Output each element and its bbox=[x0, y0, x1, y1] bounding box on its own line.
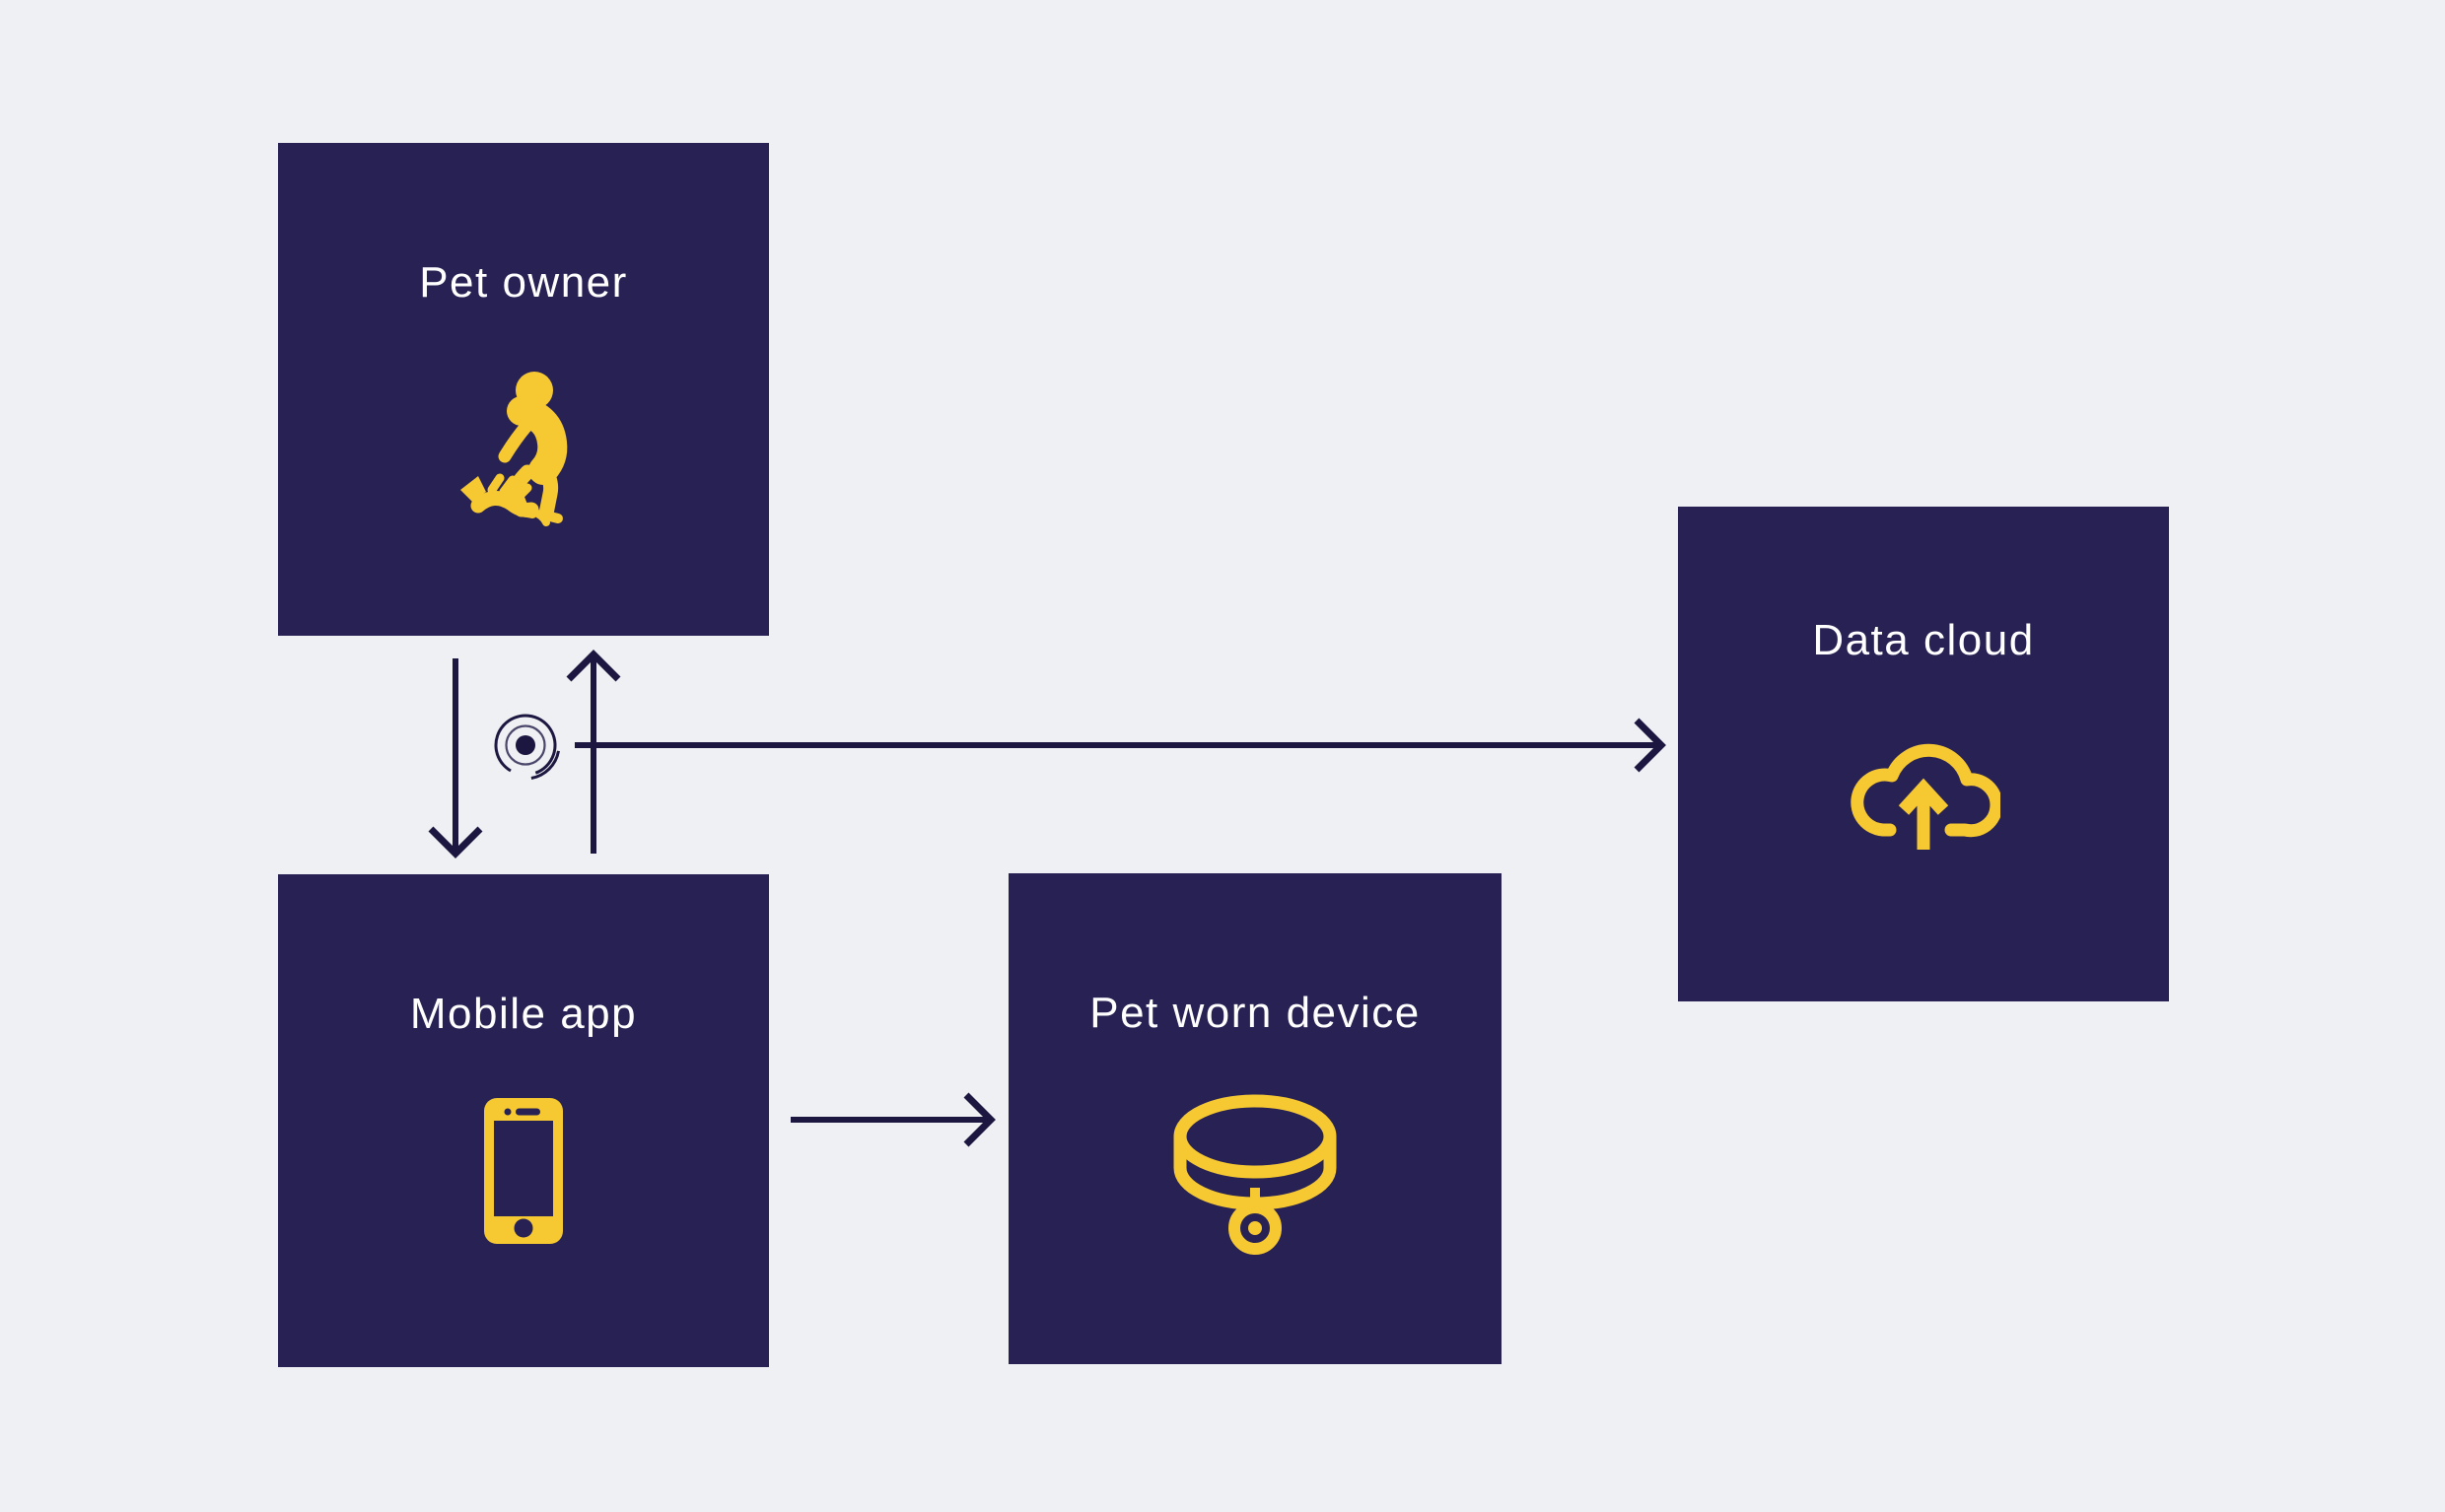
cloud-upload-icon bbox=[1851, 743, 2000, 850]
person-with-dog-icon bbox=[460, 372, 568, 526]
arrow-app-to-device bbox=[791, 1092, 996, 1147]
node-pet-worn-device: Pet worn device bbox=[1009, 873, 1502, 1364]
arrow-owner-to-app bbox=[428, 658, 483, 859]
node-label: Pet worn device bbox=[1089, 989, 1421, 1037]
pet-collar-icon bbox=[1173, 1094, 1337, 1255]
signal-icon bbox=[494, 714, 560, 780]
arrow-app-to-owner bbox=[566, 650, 621, 854]
node-mobile-app: Mobile app bbox=[278, 874, 769, 1367]
smartphone-icon bbox=[484, 1098, 563, 1244]
node-data-cloud: Data cloud bbox=[1678, 507, 2169, 1001]
arrow-app-to-cloud bbox=[575, 718, 1666, 773]
node-label: Mobile app bbox=[409, 990, 638, 1038]
node-pet-owner: Pet owner bbox=[278, 143, 769, 636]
node-label: Data cloud bbox=[1812, 616, 2035, 664]
node-label: Pet owner bbox=[419, 258, 628, 307]
